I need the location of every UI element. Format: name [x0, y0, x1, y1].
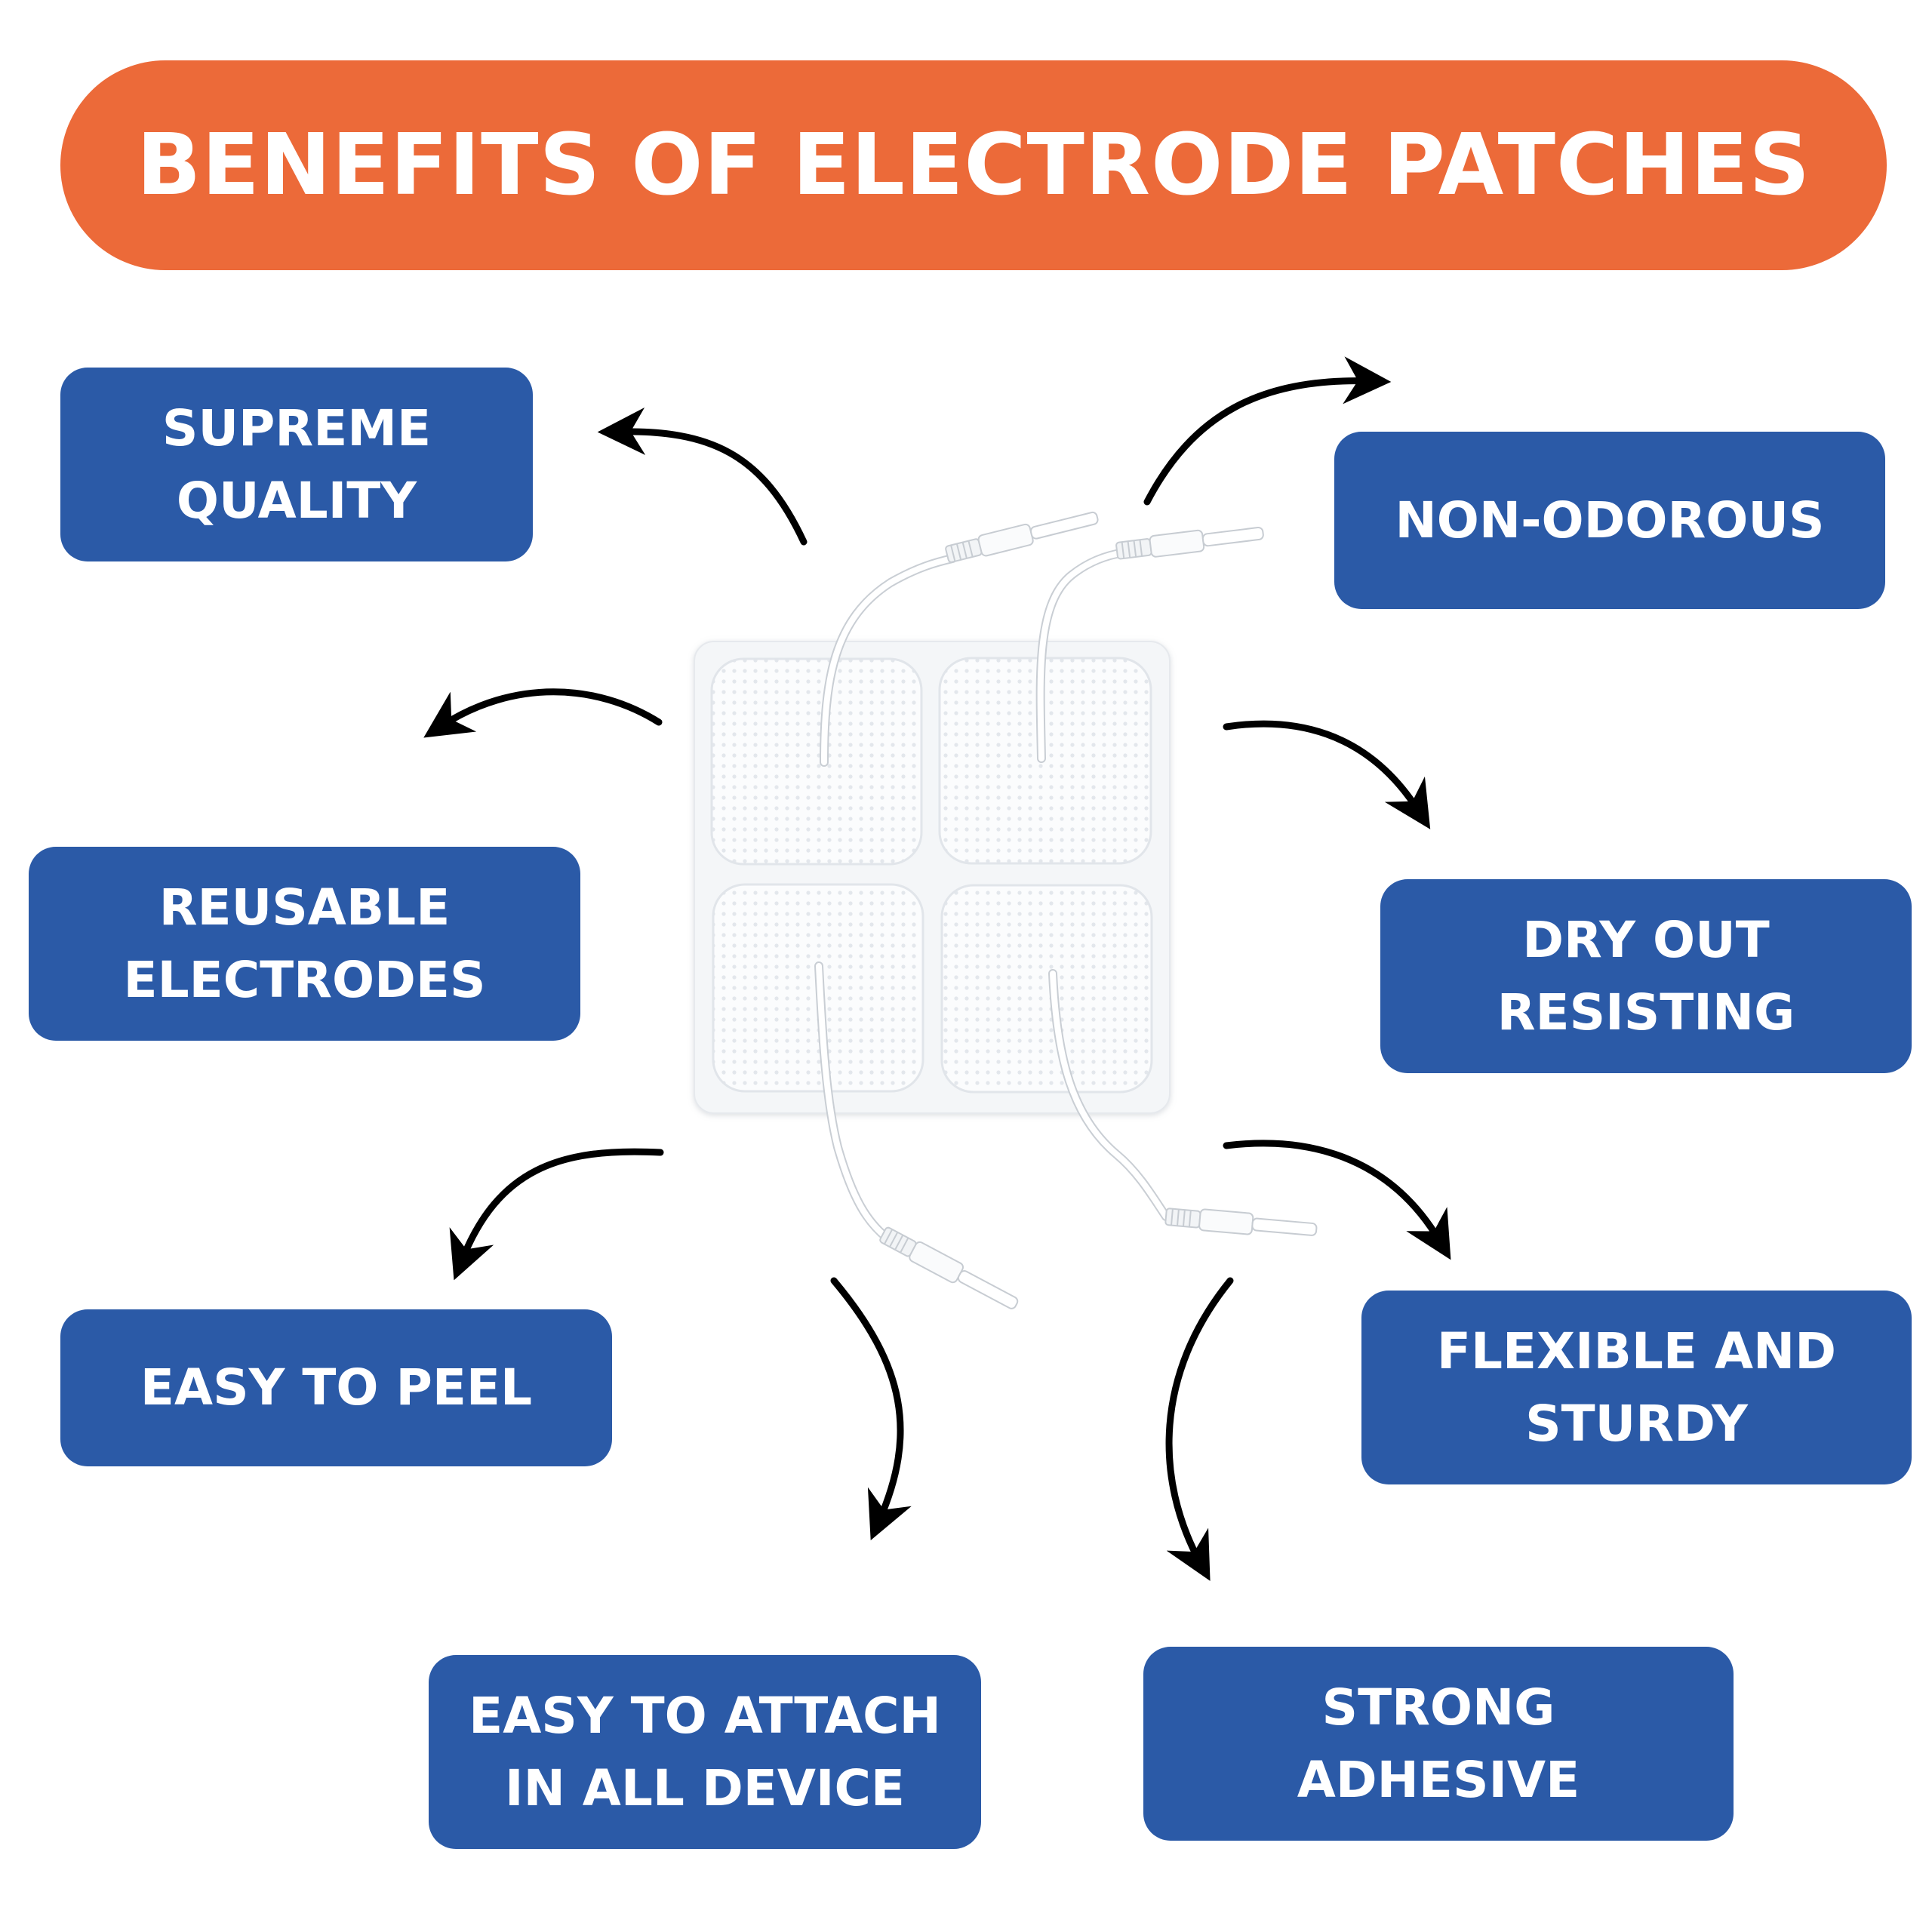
benefit-supreme-quality: SUPREME QUALITY: [60, 368, 533, 561]
arrow-to-supreme-quality: [597, 407, 808, 546]
arrow-to-non-odorous: [1143, 356, 1392, 506]
title-banner: BENEFITS OF ELECTRODE PATCHES: [60, 60, 1887, 270]
page-title: BENEFITS OF ELECTRODE PATCHES: [136, 116, 1811, 214]
benefit-label: STURDY: [1525, 1394, 1748, 1453]
benefit-strong-adhesive: STRONG ADHESIVE: [1143, 1647, 1734, 1841]
benefit-easy-to-peel: EASY TO PEEL: [60, 1309, 612, 1466]
benefit-label: RESISTING: [1497, 983, 1795, 1041]
benefit-label: IN ALL DEVICE: [505, 1758, 905, 1817]
electrode-pad-bottom-right: [940, 884, 1153, 1094]
arrow-to-reusable-electrodes: [423, 688, 663, 738]
benefit-label: QUALITY: [176, 471, 417, 530]
arrow-to-easy-to-attach: [830, 1277, 912, 1541]
benefit-label: NON-ODOROUS: [1395, 491, 1825, 549]
benefit-easy-to-attach: EASY TO ATTACH IN ALL DEVICE: [429, 1655, 981, 1849]
benefit-flexible-and-sturdy: FLEXIBLE AND STURDY: [1361, 1291, 1912, 1484]
electrode-pad-top-left: [710, 657, 923, 866]
arrow-to-strong-adhesive: [1165, 1277, 1234, 1581]
connector-pin-bottom-left: [879, 1226, 1019, 1309]
arrow-to-dry-out-resisting: [1223, 720, 1431, 829]
benefit-label: STRONG: [1321, 1678, 1555, 1737]
arrow-to-easy-to-peel: [449, 1148, 664, 1281]
arrow-to-flexible-and-sturdy: [1223, 1140, 1451, 1260]
benefit-label: FLEXIBLE AND: [1436, 1321, 1837, 1380]
benefit-label: EASY TO ATTACH: [469, 1686, 941, 1745]
connector-pin-bottom-right: [1164, 1208, 1318, 1236]
connector-pin-top-right: [1115, 526, 1264, 560]
benefit-dry-out-resisting: DRY OUT RESISTING: [1380, 879, 1912, 1073]
benefit-label: ADHESIVE: [1297, 1750, 1580, 1809]
benefit-label: REUSABLE: [158, 878, 451, 937]
benefit-label: SUPREME: [162, 398, 432, 457]
connector-pin-top-left: [945, 511, 1099, 563]
benefit-label: DRY OUT: [1522, 910, 1770, 969]
benefit-label: ELECTRODES: [123, 950, 486, 1009]
benefit-reusable-electrodes: REUSABLE ELECTRODES: [29, 847, 580, 1041]
benefit-label: EASY TO PEEL: [140, 1358, 533, 1417]
benefit-non-odorous: NON-ODOROUS: [1334, 432, 1885, 609]
